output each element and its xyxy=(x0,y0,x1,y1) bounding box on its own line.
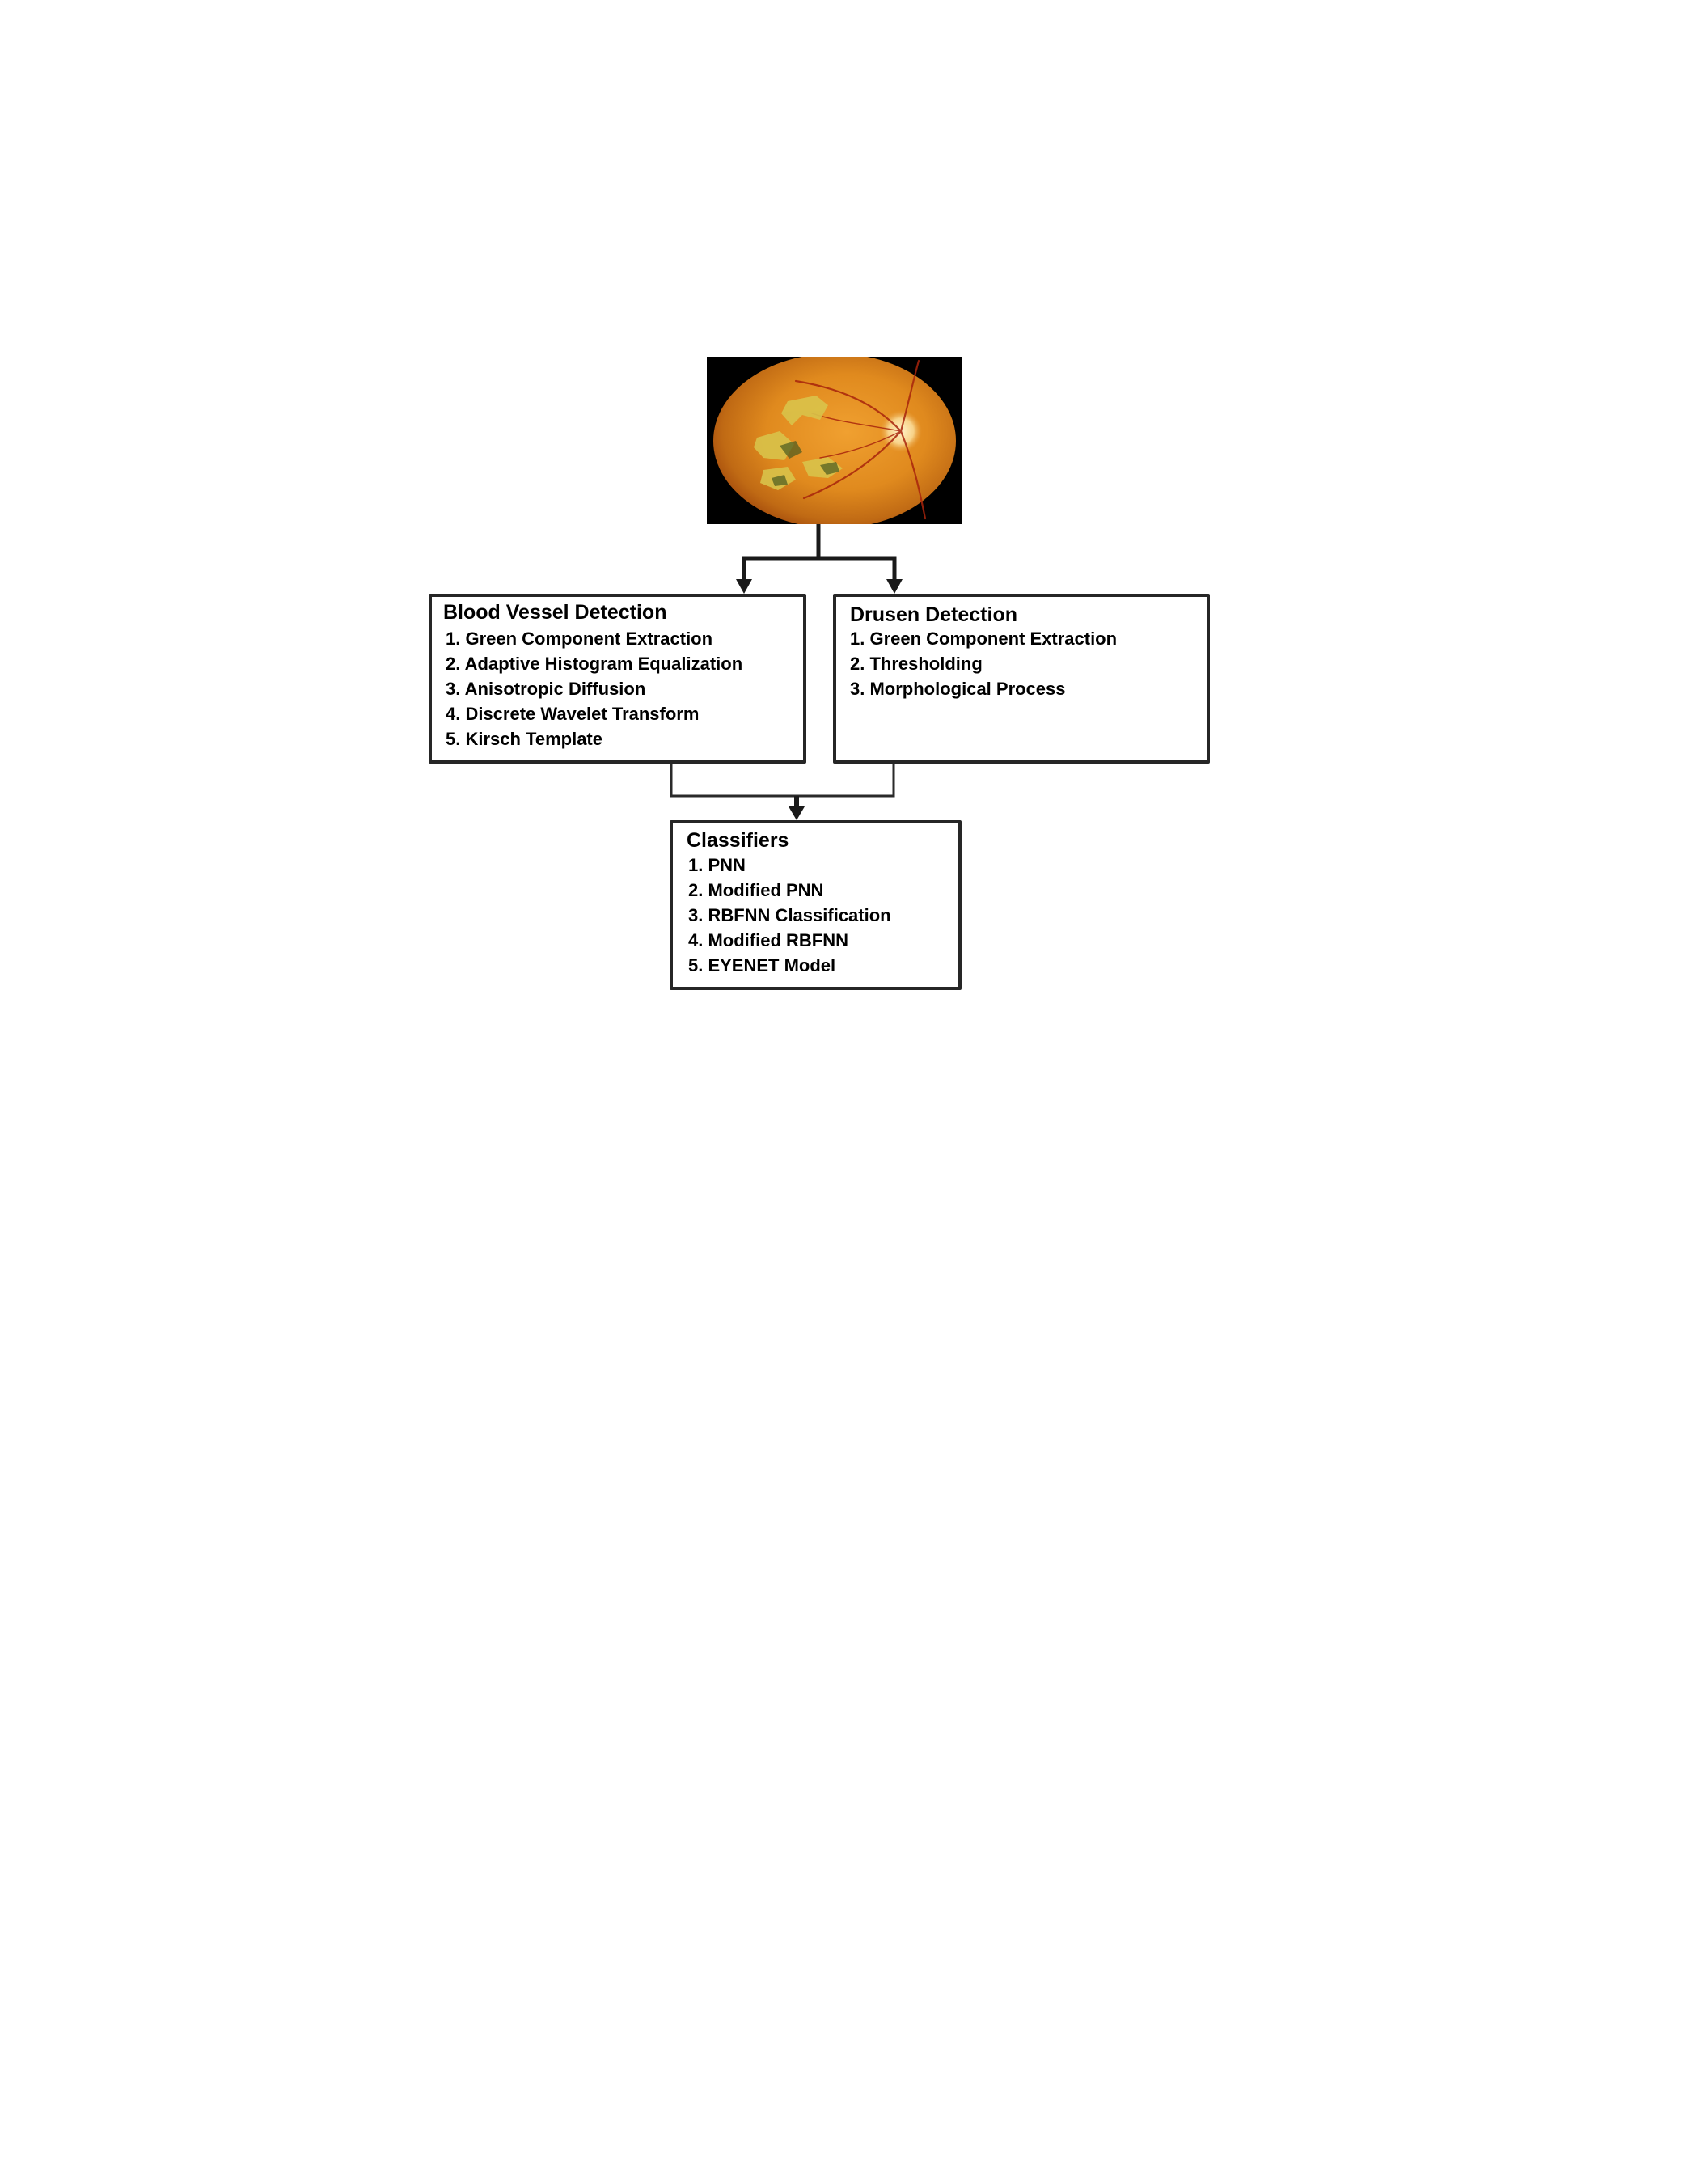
list-item: 1. PNN xyxy=(688,855,746,875)
fundus-image xyxy=(707,357,962,524)
list-item: 2. Thresholding xyxy=(850,654,983,674)
connector-vessel-merge xyxy=(670,764,895,798)
list-item: 2. Modified PNN xyxy=(688,880,824,900)
list-item: 4. Modified RBFNN xyxy=(688,930,848,950)
arrowhead-to-classifiers xyxy=(789,806,805,820)
list-item: 1. Green Component Extraction xyxy=(850,629,1118,649)
classifiers-title: Classifiers xyxy=(687,829,789,852)
list-item: 5. EYENET Model xyxy=(688,955,836,976)
classifiers-box: Classifiers 1. PNN 2. Modified PNN 3. RB… xyxy=(670,820,962,990)
list-item: 2. Adaptive Histogram Equalization xyxy=(446,654,743,674)
arrowhead-to-drusen xyxy=(886,579,903,594)
drusen-detection-title: Drusen Detection xyxy=(850,603,1017,626)
list-item: 5. Kirsch Template xyxy=(446,729,602,749)
connector-image-split xyxy=(742,522,897,561)
list-item: 3. Morphological Process xyxy=(850,679,1066,699)
drusen-detection-box: Drusen Detection 1. Green Component Extr… xyxy=(833,594,1210,764)
blood-vessel-detection-title: Blood Vessel Detection xyxy=(443,601,667,624)
list-item: 1. Green Component Extraction xyxy=(446,629,713,649)
list-item: 3. Anisotropic Diffusion xyxy=(446,679,646,699)
fundus-illustration xyxy=(707,357,962,524)
list-item: 3. RBFNN Classification xyxy=(688,905,891,925)
classifiers-list: 1. PNN 2. Modified PNN 3. RBFNN Classifi… xyxy=(688,855,891,980)
drusen-steps-list: 1. Green Component Extraction 2. Thresho… xyxy=(850,629,1117,704)
blood-vessel-steps-list: 1. Green Component Extraction 2. Adaptiv… xyxy=(446,629,742,754)
arrowhead-to-vessel xyxy=(736,579,752,594)
list-item: 4. Discrete Wavelet Transform xyxy=(446,704,700,724)
blood-vessel-detection-box: Blood Vessel Detection 1. Green Componen… xyxy=(429,594,806,764)
